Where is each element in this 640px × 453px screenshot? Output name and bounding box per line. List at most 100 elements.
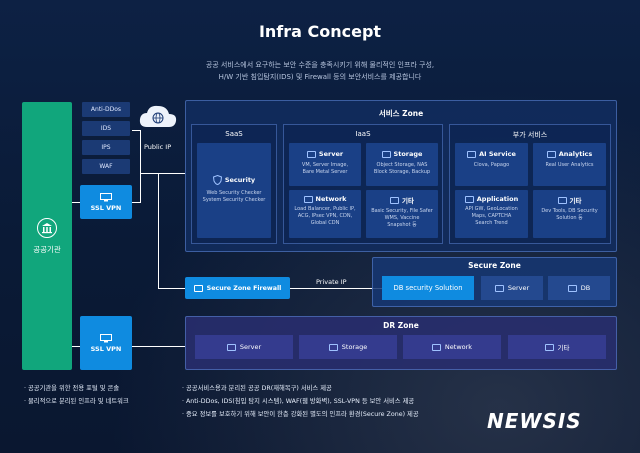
ssl-vpn-box-primary: SSL VPN xyxy=(80,185,132,219)
desc-line: Bare Metal Server xyxy=(302,169,348,175)
addon-ai-title: AI Service xyxy=(455,150,528,158)
dr-item-label: Storage xyxy=(341,343,368,351)
iaas-server-card: Server VM, Server Image,Bare Metal Serve… xyxy=(289,143,361,186)
subtitle-line-1: 공공 서비스에서 요구하는 보안 수준을 충족시키기 위해 물리적인 인프라 구… xyxy=(205,61,435,69)
card-name: Server xyxy=(318,150,344,158)
secure-zone-server-label: Server xyxy=(507,284,530,292)
card-name: Application xyxy=(476,195,519,203)
desc-line: Web Security Checker xyxy=(206,190,262,196)
desc-line: Search Trend xyxy=(475,220,508,226)
dr-server: Server xyxy=(195,335,293,359)
note-line: · Anti-DDos, IDS(침입 탐지 시스템), WAF(웹 방화벽),… xyxy=(182,398,415,405)
dr-zone-title: DR Zone xyxy=(383,321,419,330)
dr-item-label: Server xyxy=(239,343,262,351)
storage-icon xyxy=(381,150,391,158)
service-zone-title: 서비스 Zone xyxy=(378,109,424,118)
iaas-etc-title: 기타 xyxy=(366,195,438,205)
iaas-server-desc: VM, Server Image,Bare Metal Server xyxy=(289,162,361,176)
firewall-icon xyxy=(193,284,203,292)
secure-zone-firewall-label: Secure Zone Firewall xyxy=(206,284,282,292)
addon-analytics-desc: Real User Analytics xyxy=(533,162,606,169)
saas-title: SaaS xyxy=(225,130,243,138)
security-item-waf: WAF xyxy=(82,159,130,174)
server-icon xyxy=(494,284,504,292)
etc-icon xyxy=(544,343,554,351)
card-name: 기타 xyxy=(569,197,582,205)
desc-line: Maps, CAPTCHA xyxy=(471,213,512,219)
notes-right: · 공공서비스용과 분리된 공공 DR(재해복구) 서비스 제공 · Anti-… xyxy=(182,382,419,421)
card-name: Network xyxy=(315,195,347,203)
connector xyxy=(140,173,185,174)
security-item-ids: IDS xyxy=(82,121,130,136)
monitor-icon xyxy=(100,333,112,342)
desc-line: Dev Tools, DB Security xyxy=(541,208,598,214)
public-ip-label: Public IP xyxy=(144,143,172,151)
cloud-icon xyxy=(138,103,178,129)
secure-zone-server: Server xyxy=(481,276,543,300)
db-security-solution: DB security Solution xyxy=(382,276,474,300)
connector xyxy=(132,346,185,347)
addon-title: 부가 서비스 xyxy=(512,131,548,139)
desc-line: Basic Security, File Safer xyxy=(371,208,433,214)
addon-etc-title: 기타 xyxy=(533,195,606,205)
server-icon xyxy=(226,343,236,351)
page-title: Infra Concept xyxy=(258,22,382,41)
desc-line: Object Storage, NAS xyxy=(376,162,428,168)
network-icon xyxy=(431,343,441,351)
desc-line: Block Storage, Backup xyxy=(373,169,431,175)
iaas-title: IaaS xyxy=(355,130,371,138)
note-line: · 중요 정보를 보호하기 위해 보안이 한층 강화된 별도의 인프라 환경(S… xyxy=(182,411,419,418)
private-ip-label: Private IP xyxy=(316,278,347,286)
addon-application-title: Application xyxy=(455,195,528,203)
connector xyxy=(158,288,185,289)
application-icon xyxy=(464,195,474,203)
desc-line: API GW, GeoLocation xyxy=(465,206,518,212)
iaas-network-card: Network Load Balancer, Public IP,ACG, IP… xyxy=(289,190,361,238)
desc-line: WMS, Vaccine xyxy=(384,215,420,221)
iaas-storage-title: Storage xyxy=(366,150,438,158)
note-line: · 공공서비스용과 분리된 공공 DR(재해복구) 서비스 제공 xyxy=(182,385,332,392)
secure-zone-title: Secure Zone xyxy=(468,261,521,270)
card-name: 기타 xyxy=(402,197,414,205)
public-agency-label: 공공기관 xyxy=(33,244,61,254)
notes-left: · 공공기관을 위한 전용 포털 및 콘솔 · 물리적으로 분리된 인프라 및 … xyxy=(24,382,129,408)
desc-line: VM, Server Image, xyxy=(301,162,349,168)
ssl-vpn-box-dr: SSL VPN xyxy=(80,316,132,370)
newsis-watermark: NEWSIS xyxy=(487,409,582,433)
desc-line: Clova, Papago xyxy=(473,162,510,168)
secure-zone-db: DB xyxy=(548,276,610,300)
connector xyxy=(132,130,140,131)
card-name: AI Service xyxy=(479,150,516,158)
saas-security-title: Security xyxy=(197,175,271,185)
etc-icon xyxy=(557,196,567,204)
ai-icon xyxy=(467,150,477,158)
card-name: Analytics xyxy=(558,150,593,158)
ssl-vpn-label: SSL VPN xyxy=(90,203,122,212)
desc-line: Real User Analytics xyxy=(545,162,594,168)
saas-security-name: Security xyxy=(224,176,256,184)
connector xyxy=(140,130,141,203)
public-agency-block: 공공기관 xyxy=(22,102,72,370)
etc-icon xyxy=(390,196,400,204)
iaas-server-title: Server xyxy=(289,150,361,158)
analytics-icon xyxy=(546,150,556,158)
dr-storage: Storage xyxy=(299,335,397,359)
iaas-network-desc: Load Balancer, Public IP,ACG, IPsec VPN,… xyxy=(289,206,361,227)
security-item-anti-ddos: Anti-DDos xyxy=(82,102,130,117)
storage-icon xyxy=(328,343,338,351)
desc-line: ACG, IPsec VPN, CDN, xyxy=(297,213,353,219)
addon-ai-desc: Clova, Papago xyxy=(455,162,528,169)
connector xyxy=(158,173,159,288)
government-building-icon xyxy=(37,217,57,238)
ssl-vpn-label: SSL VPN xyxy=(90,344,122,353)
connector xyxy=(72,202,80,203)
dr-network: Network xyxy=(403,335,501,359)
connector xyxy=(132,202,140,203)
